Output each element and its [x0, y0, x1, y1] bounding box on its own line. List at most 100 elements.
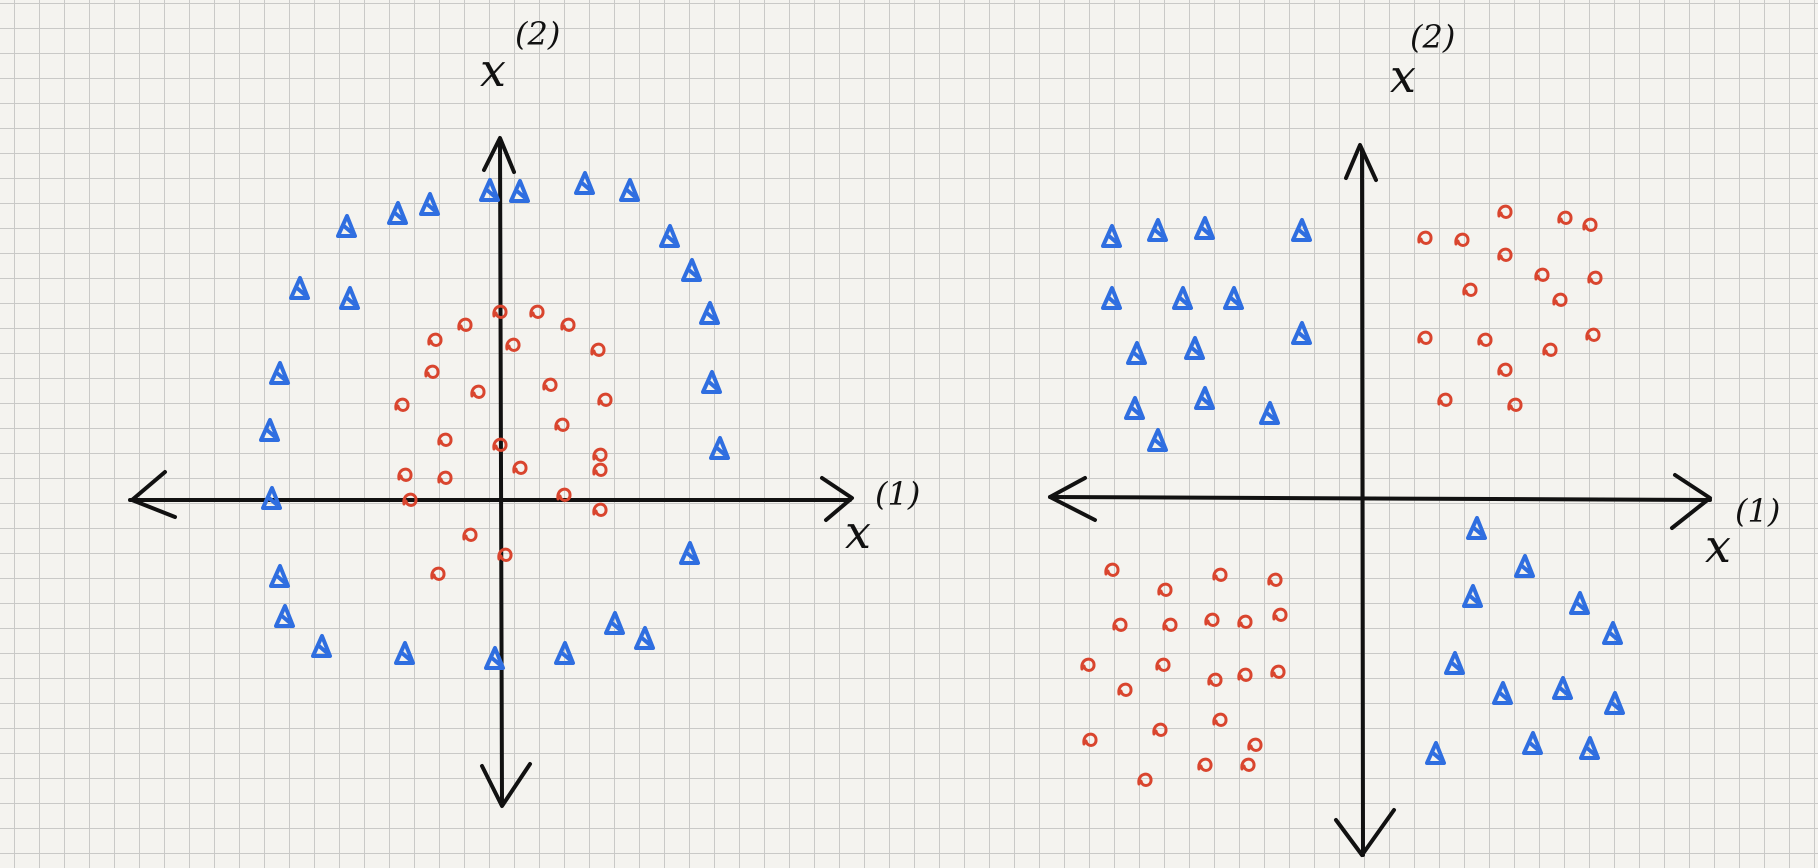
left-blue-point-5: [509, 179, 530, 203]
right-blue-point-11: [1124, 396, 1145, 420]
right-red-point-20: [1212, 567, 1228, 582]
right-red-point-34: [1152, 722, 1168, 737]
right-red-quadrant-points: [1080, 204, 1603, 787]
left-blue-point-2: [387, 201, 408, 225]
left-red-point-8: [470, 384, 486, 399]
right-red-point-21: [1267, 572, 1283, 587]
left-blue-point-22: [394, 641, 415, 665]
left-blue-point-16: [269, 361, 290, 385]
right-red-point-26: [1272, 607, 1288, 622]
right-red-point-35: [1212, 712, 1228, 727]
right-red-point-17: [1507, 397, 1523, 412]
left-red-point-25: [497, 547, 513, 562]
left-x-axis-right-arrowhead: [820, 476, 854, 522]
right-red-point-16: [1437, 392, 1453, 407]
left-red-point-17: [397, 467, 413, 482]
left-red-point-3: [492, 304, 508, 319]
right-red-point-32: [1270, 664, 1286, 679]
right-red-point-19: [1157, 582, 1173, 597]
left-blue-point-11: [701, 370, 722, 394]
left-red-point-2: [457, 317, 473, 332]
left-y-axis-top-arrowhead: [482, 136, 516, 174]
left-red-center-points: [394, 304, 613, 581]
right-blue-point-20: [1444, 651, 1465, 675]
right-blue-point-5: [1101, 286, 1122, 310]
right-red-point-9: [1552, 292, 1568, 307]
right-blue-point-16: [1462, 584, 1483, 608]
right-red-point-10: [1587, 270, 1603, 285]
left-blue-point-13: [679, 541, 700, 565]
right-blue-quadrant-points: [1101, 216, 1625, 765]
left-red-point-22: [402, 492, 418, 507]
left-blue-point-25: [604, 611, 625, 635]
right-x-axis-label: x: [1705, 519, 1731, 573]
left-blue-point-18: [261, 486, 282, 510]
right-red-point-28: [1117, 682, 1133, 697]
left-red-point-15: [554, 417, 570, 432]
left-blue-point-26: [634, 626, 655, 650]
left-red-point-10: [542, 377, 558, 392]
right-blue-point-14: [1147, 428, 1168, 452]
right-blue-point-17: [1514, 554, 1535, 578]
left-blue-point-24: [554, 641, 575, 665]
right-red-point-30: [1207, 672, 1223, 687]
left-red-point-21: [592, 502, 608, 517]
right-red-point-25: [1237, 614, 1253, 629]
right-red-point-8: [1534, 267, 1550, 282]
left-blue-point-4: [479, 178, 500, 202]
left-blue-point-3: [419, 192, 440, 216]
right-blue-point-9: [1126, 341, 1147, 365]
left-blue-point-15: [339, 286, 360, 310]
right-blue-point-26: [1579, 736, 1600, 760]
left-red-point-16: [592, 447, 608, 462]
left-blue-point-6: [574, 171, 595, 195]
left-blue-point-21: [311, 634, 332, 658]
left-blue-point-9: [681, 258, 702, 282]
left-red-point-1: [427, 332, 443, 347]
right-red-point-37: [1137, 772, 1153, 787]
right-red-point-29: [1155, 657, 1171, 672]
right-x-axis-superscript: (1): [1735, 492, 1780, 530]
right-red-point-4: [1557, 210, 1573, 225]
right-red-point-18: [1104, 562, 1120, 577]
right-red-point-36: [1247, 737, 1263, 752]
right-y-axis-superscript: (2): [1410, 18, 1455, 56]
right-blue-point-3: [1194, 216, 1215, 240]
right-blue-point-10: [1184, 336, 1205, 360]
left-red-point-26: [592, 462, 608, 477]
right-blue-point-18: [1569, 591, 1590, 615]
left-blue-point-19: [269, 564, 290, 588]
right-blue-point-19: [1602, 621, 1623, 645]
right-blue-point-22: [1552, 676, 1573, 700]
right-red-point-38: [1197, 757, 1213, 772]
right-red-point-31: [1237, 667, 1253, 682]
right-blue-point-1: [1101, 224, 1122, 248]
right-blue-point-25: [1522, 731, 1543, 755]
left-red-point-5: [560, 317, 576, 332]
right-red-point-6: [1462, 282, 1478, 297]
left-blue-point-8: [659, 224, 680, 248]
right-x-axis-right-arrowhead: [1670, 473, 1712, 530]
right-y-axis-top-arrowhead: [1344, 143, 1378, 182]
left-x-axis-left-arrowhead: [130, 470, 177, 519]
right-blue-point-15: [1466, 516, 1487, 540]
right-red-point-7: [1497, 247, 1513, 262]
right-red-point-22: [1112, 617, 1128, 632]
right-blue-point-23: [1604, 691, 1625, 715]
left-blue-point-20: [274, 604, 295, 628]
right-blue-point-24: [1425, 741, 1446, 765]
left-red-point-7: [424, 364, 440, 379]
left-y-axis-superscript: (2): [515, 15, 560, 53]
right-red-point-15: [1585, 327, 1601, 342]
left-blue-point-7: [619, 178, 640, 202]
right-red-point-39: [1240, 757, 1256, 772]
left-y-axis-bottom-arrowhead: [480, 762, 532, 808]
right-x-axis: [1048, 473, 1712, 530]
left-x-axis-label: x: [845, 505, 871, 559]
right-blue-point-12: [1194, 386, 1215, 410]
right-x-axis-left-arrowhead: [1048, 476, 1097, 522]
right-blue-point-13: [1259, 401, 1280, 425]
left-blue-point-17: [259, 418, 280, 442]
